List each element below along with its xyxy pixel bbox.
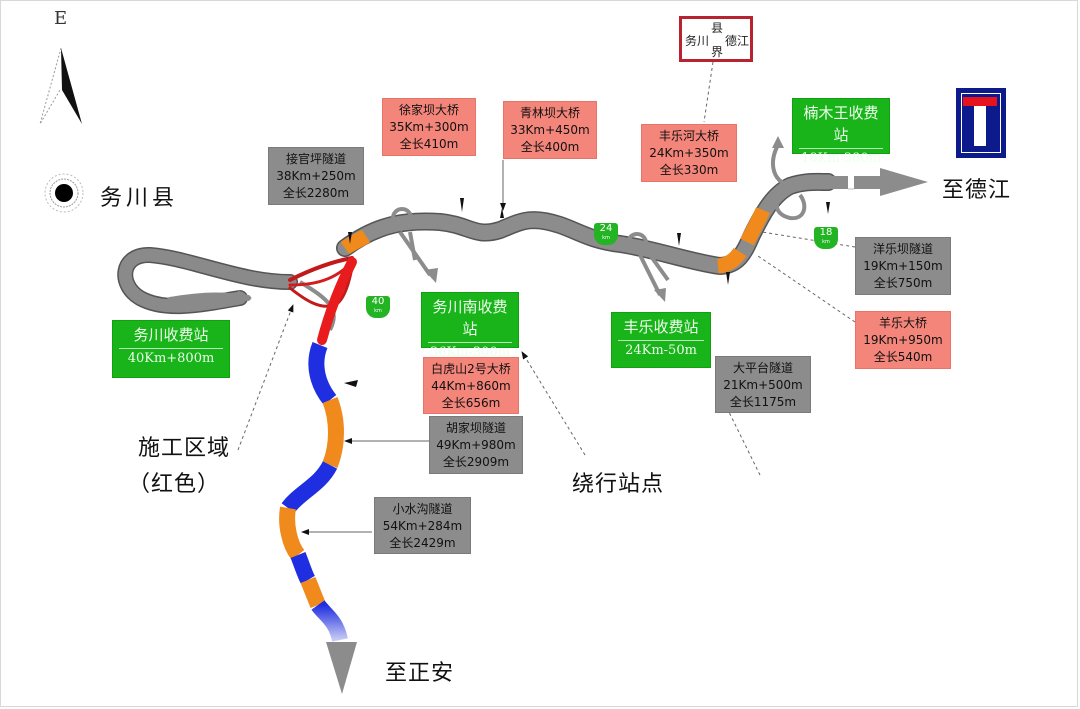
bridge-km: 24Km+350m — [649, 146, 729, 160]
destination-south: 至正安 — [385, 661, 455, 686]
bridge-name: 羊乐大桥 — [878, 316, 927, 330]
south-exit-arrow — [326, 642, 357, 694]
tunnel-km: 38Km+250m — [276, 169, 356, 183]
station-km: 24Km-50m — [625, 343, 697, 358]
bridge-name: 白虎山2号大桥 — [431, 362, 511, 376]
bridge-km: 35Km+300m — [389, 120, 469, 134]
toll-station-wuchuan-south: 务川南收费站 36Km-300m — [421, 292, 519, 360]
dead-end-sign-icon — [956, 88, 1006, 158]
bridge-length: 全长330m — [659, 163, 719, 177]
bridge-length: 全长540m — [873, 350, 933, 364]
bridge-baihushan-2: 白虎山2号大桥 44Km+860m 全长656m — [423, 357, 519, 414]
km-shield-unit: km — [374, 308, 382, 314]
bridge-name: 丰乐河大桥 — [658, 129, 719, 143]
tunnel-yangleba: 洋乐坝隧道 19Km+150m 全长750m — [855, 237, 951, 295]
destination-east: 至德江 — [942, 178, 1012, 203]
tunnel-length: 全长750m — [873, 276, 933, 290]
bridge-length: 全长410m — [399, 137, 459, 151]
tunnel-length: 全长2429m — [389, 536, 456, 550]
north-arrow-icon — [39, 47, 82, 125]
station-km: 40Km+800m — [127, 351, 215, 366]
detour-label: 绕行站点 — [572, 472, 665, 497]
tunnel-km: 19Km+150m — [863, 259, 943, 273]
tunnel-length: 全长2280m — [282, 186, 350, 200]
compass-direction-label: E — [54, 8, 68, 29]
county-seat-icon — [44, 173, 84, 213]
tunnel-hujiaba: 胡家坝隧道 49Km+980m 全长2909m — [429, 416, 523, 474]
station-name: 丰乐收费站 — [618, 316, 704, 341]
border-sign-right: 德江 — [725, 34, 750, 48]
km-shield-value: 24 — [599, 223, 613, 234]
construction-zone-note: （红色） — [128, 472, 221, 497]
km-shield-icon: 40 km — [366, 296, 390, 318]
tunnel-xiaoshuigou: 小水沟隧道 54Km+284m 全长2429m — [374, 497, 471, 554]
tunnel-length: 全长1175m — [729, 395, 797, 409]
tunnel-km: 54Km+284m — [382, 519, 463, 533]
road-main-east — [336, 172, 837, 275]
bridge-length: 全长400m — [520, 140, 580, 154]
bridge-fenglehe: 丰乐河大桥 24Km+350m 全长330m — [641, 124, 737, 182]
km-shield-value: 18 — [819, 227, 833, 238]
border-sign-bottom: 界 — [711, 45, 724, 59]
bridge-length: 全长656m — [441, 396, 501, 410]
county-border-sign: 务川 县 界 德江 — [679, 16, 753, 62]
road-south — [279, 342, 348, 642]
km-shield-icon: 24 km — [594, 223, 618, 245]
tunnel-segments-east — [340, 207, 770, 274]
station-name: 务川南收费站 — [428, 296, 512, 343]
county-name: 务川县 — [100, 186, 179, 211]
location-markers — [344, 198, 830, 387]
east-exit-arrow — [828, 168, 928, 196]
tunnel-name: 胡家坝隧道 — [445, 421, 506, 435]
tunnel-name: 小水沟隧道 — [392, 502, 453, 516]
station-name: 务川收费站 — [119, 324, 223, 349]
toll-station-nanmuwang: 楠木王收费站 18Km 380m — [792, 98, 890, 166]
tunnel-length: 全长2909m — [442, 455, 510, 469]
km-shield-value: 40 — [371, 296, 385, 307]
tunnel-jieguanping: 接官坪隧道 38Km+250m 全长2280m — [268, 147, 364, 205]
tunnel-name: 接官坪隧道 — [285, 152, 346, 166]
tunnel-km: 49Km+980m — [436, 438, 516, 452]
km-shield-unit: km — [602, 235, 610, 241]
bridge-km: 33Km+450m — [510, 123, 590, 137]
station-km: 18Km 380m — [801, 151, 881, 166]
tunnel-name: 洋乐坝隧道 — [872, 242, 933, 256]
km-shield-icon: 18 km — [814, 227, 838, 249]
bridge-yangle: 羊乐大桥 19Km+950m 全长540m — [855, 311, 951, 369]
tunnel-dapingtai: 大平台隧道 21Km+500m 全长1175m — [715, 356, 811, 413]
bridge-xujiaba: 徐家坝大桥 35Km+300m 全长410m — [382, 98, 476, 156]
construction-zone-title: 施工区域 — [138, 436, 231, 461]
border-sign-left: 务川 — [685, 34, 710, 48]
station-km: 36Km-300m — [429, 345, 511, 360]
bridge-name: 徐家坝大桥 — [398, 103, 459, 117]
bridge-name: 青林坝大桥 — [519, 106, 580, 120]
border-sign-top: 县 — [711, 21, 724, 35]
bridge-km: 44Km+860m — [431, 379, 511, 393]
toll-station-wuchuan: 务川收费站 40Km+800m — [112, 320, 230, 378]
bridge-km: 19Km+950m — [863, 333, 943, 347]
tunnel-name: 大平台隧道 — [732, 361, 793, 375]
tunnel-km: 21Km+500m — [723, 378, 803, 392]
bridge-qinglinba: 青林坝大桥 33Km+450m 全长400m — [503, 101, 597, 159]
station-name: 楠木王收费站 — [799, 102, 883, 149]
branch-arrowheads — [424, 136, 784, 302]
leader-lines — [237, 61, 856, 535]
km-shield-unit: km — [822, 239, 830, 245]
construction-zone — [288, 256, 357, 345]
toll-station-fengle: 丰乐收费站 24Km-50m — [611, 312, 711, 368]
road-west-loop — [117, 247, 298, 315]
